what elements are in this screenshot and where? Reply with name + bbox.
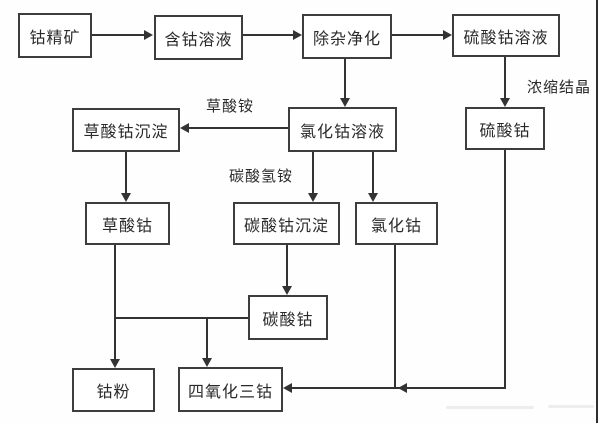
arrow-line-carbonate-precipitate-to-carbonate <box>286 245 288 286</box>
arrowhead-right-icon <box>144 30 153 40</box>
node-cobalt-chloride-solution: 氯化钴溶液 <box>288 107 397 152</box>
arrowhead-right-icon <box>443 30 452 40</box>
arrow-line-chloride-solution-to-chloride <box>372 152 374 193</box>
node-cobalt-carbonate: 碳酸钴 <box>248 295 328 340</box>
label-ammonium-bicarbonate: 碳酸氢铵 <box>229 168 294 185</box>
arrow-line-purification-to-chloride-solution <box>344 59 346 98</box>
arrow-line-chloride-solution-to-oxalate-precipitate <box>189 127 288 129</box>
arrowhead-down-icon <box>121 193 131 202</box>
arrowhead-right-icon <box>293 30 302 40</box>
arrow-line-chloride-solution-to-carbonate-precipitate <box>312 152 314 193</box>
arrow-line-sulfate-solution-to-sulfate <box>504 57 506 98</box>
node-cobalt-carbonate-precipitate: 碳酸钴沉淀 <box>233 202 340 245</box>
line-sulfate-to-bottom-bus <box>504 150 506 389</box>
label-ammonium-oxalate: 草酸铵 <box>206 98 255 115</box>
arrowhead-left-icon <box>180 123 189 133</box>
node-cobalt-sulfate: 硫酸钴 <box>465 107 545 150</box>
arrowhead-down-icon <box>110 359 120 368</box>
arrowhead-down-icon <box>500 98 510 107</box>
arrowhead-down-icon <box>368 193 378 202</box>
node-tricobalt-tetroxide: 四氧化三钴 <box>178 367 283 412</box>
arrow-line-concentrate-to-solution <box>92 34 144 36</box>
label-concentration-crystallization: 浓缩结晶 <box>527 79 592 96</box>
node-cobalt-concentrate: 钴精矿 <box>18 13 92 58</box>
page-right-border <box>596 0 598 423</box>
arrow-line-solution-to-purification <box>243 34 293 36</box>
watermark-smudge <box>446 406 534 409</box>
arrow-line-oxalate-precipitate-to-oxalate <box>125 152 127 193</box>
arrowhead-down-icon <box>308 193 318 202</box>
node-cobalt-sulfate-solution: 硫酸钴溶液 <box>452 14 560 57</box>
watermark-smudge <box>548 405 594 408</box>
arrowhead-down-icon <box>202 358 212 367</box>
arrow-line-oxalate-to-powder <box>114 245 116 359</box>
line-chloride-to-bottom-bus <box>394 245 396 389</box>
node-cobalt-solution: 含钴溶液 <box>154 15 243 60</box>
node-cobalt-powder: 钴粉 <box>72 368 155 412</box>
junction-line-carbonate-output <box>115 317 248 319</box>
arrow-line-carbonate-to-tetroxide <box>206 318 208 358</box>
node-cobalt-oxalate-precipitate: 草酸钴沉淀 <box>72 108 180 152</box>
arrowhead-down-icon <box>340 98 350 107</box>
node-cobalt-chloride: 氯化钴 <box>355 202 438 245</box>
arrow-line-purification-to-sulfate-solution <box>392 34 443 36</box>
arrowhead-down-icon <box>282 286 292 295</box>
arrowhead-left-icon <box>398 383 407 393</box>
node-purification: 除杂净化 <box>302 14 392 59</box>
node-cobalt-oxalate: 草酸钴 <box>85 202 170 245</box>
arrowhead-left-icon <box>283 383 292 393</box>
